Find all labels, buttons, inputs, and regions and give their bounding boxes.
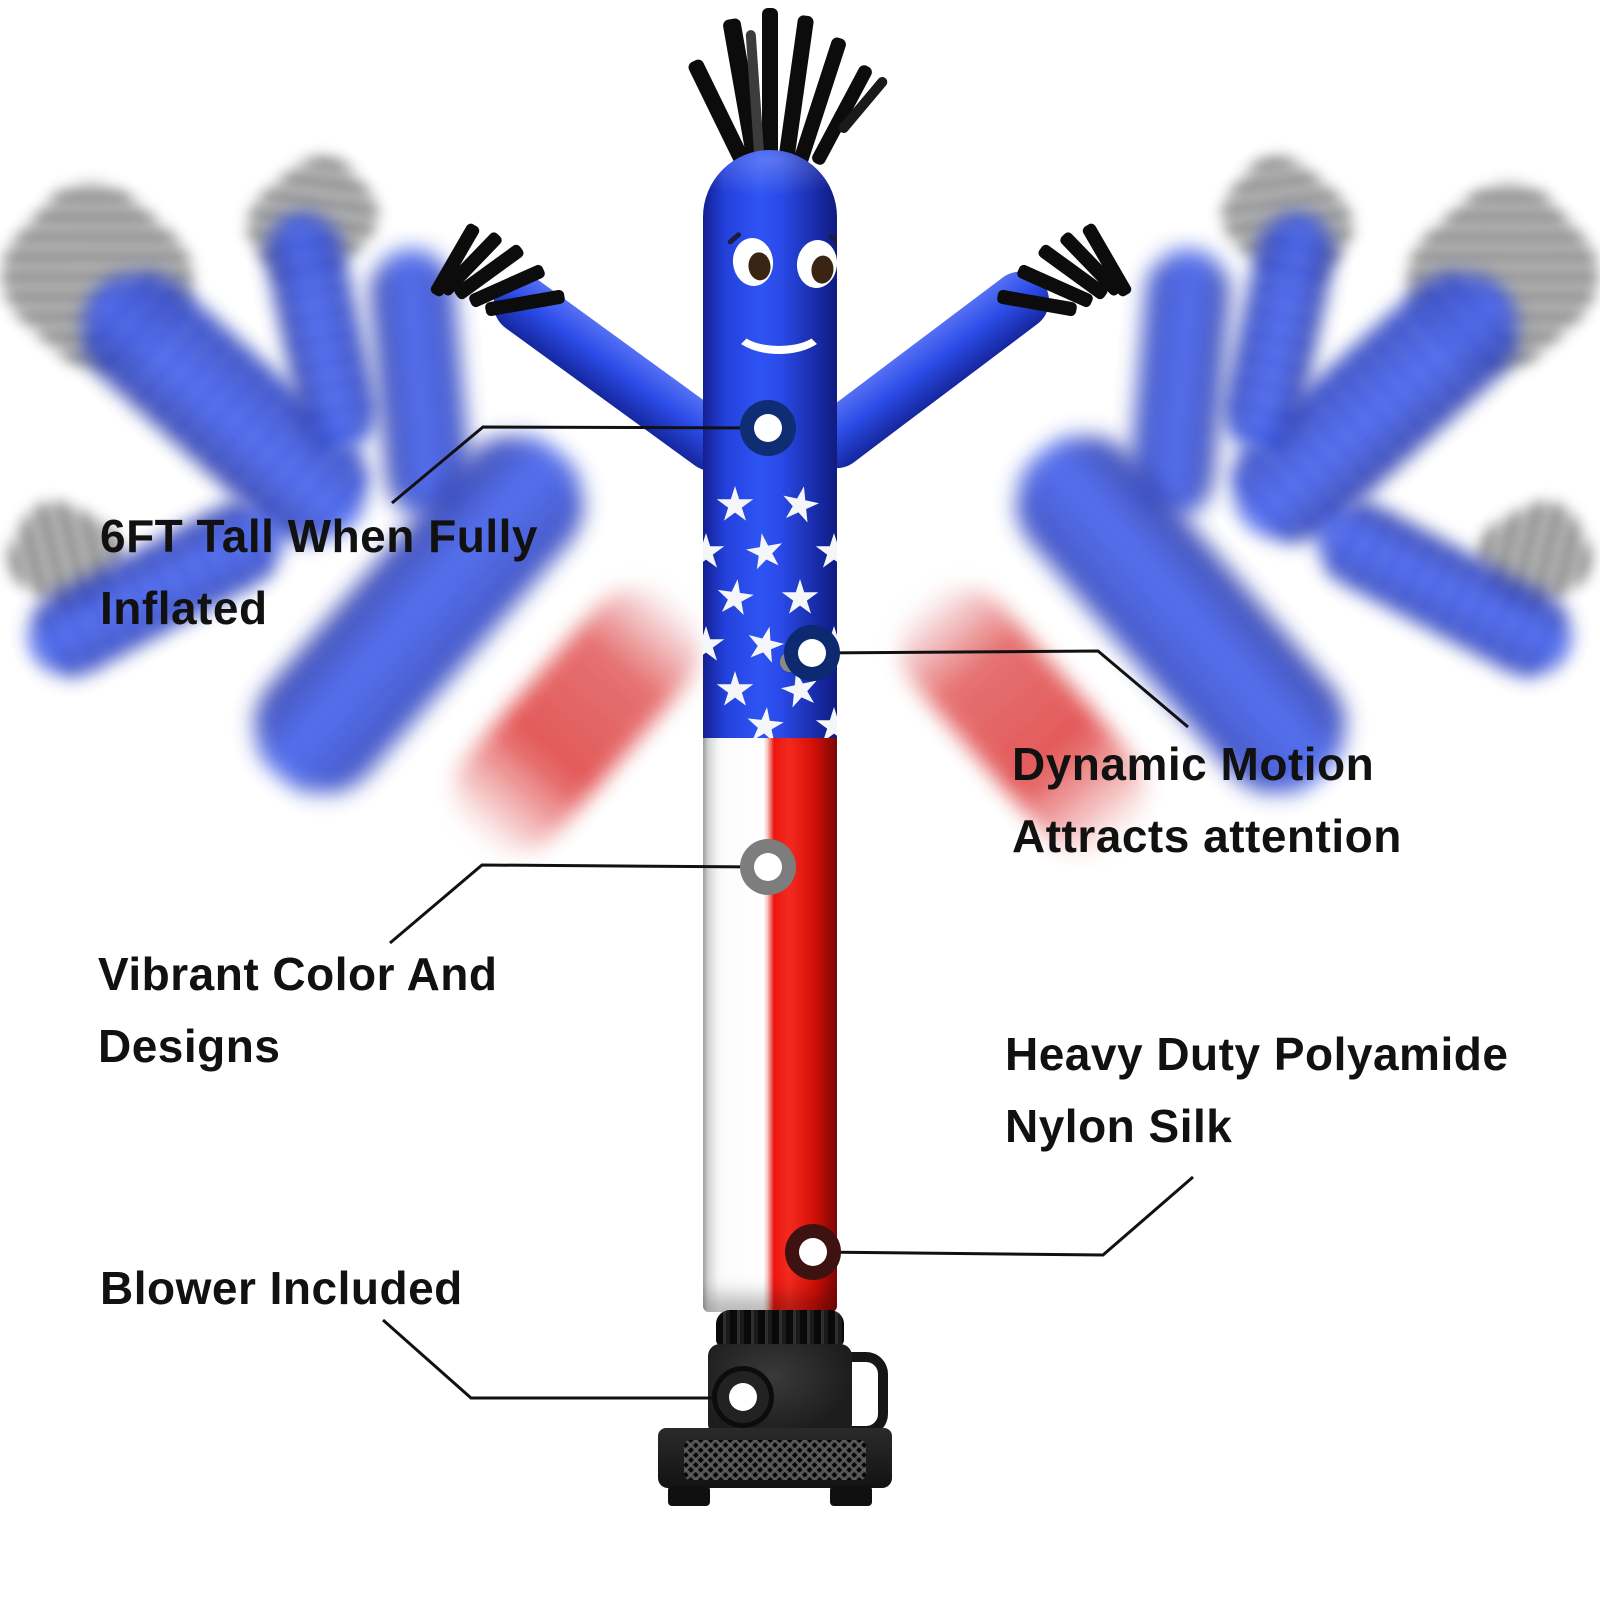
smile-icon	[731, 302, 827, 354]
callout-label-design: Vibrant Color And Designs	[98, 938, 498, 1082]
red-white-stripes	[703, 738, 837, 1312]
blower-foot	[830, 1486, 872, 1506]
callout-line: Heavy Duty Polyamide	[1005, 1028, 1509, 1080]
callout-line: Nylon Silk	[1005, 1100, 1233, 1152]
callout-line: Inflated	[100, 582, 268, 634]
callout-line: Dynamic Motion	[1012, 738, 1375, 790]
callout-dot-icons	[717, 400, 841, 1423]
callout-line: Designs	[98, 1020, 281, 1072]
blower-collar	[716, 1310, 844, 1346]
callout-label-blower: Blower Included	[100, 1252, 463, 1324]
callout-line: Blower Included	[100, 1262, 463, 1314]
callout-line: Attracts attention	[1012, 810, 1402, 862]
callout-label-motion: Dynamic Motion Attracts attention	[1012, 728, 1402, 872]
blower-foot	[668, 1486, 710, 1506]
callout-label-material: Heavy Duty Polyamide Nylon Silk	[1005, 1018, 1508, 1162]
blower-grille-icon	[684, 1440, 866, 1480]
callout-line: Vibrant Color And	[98, 948, 498, 1000]
callout-line: 6FT Tall When Fully	[100, 510, 538, 562]
callout-label-height: 6FT Tall When Fully Inflated	[100, 500, 538, 644]
